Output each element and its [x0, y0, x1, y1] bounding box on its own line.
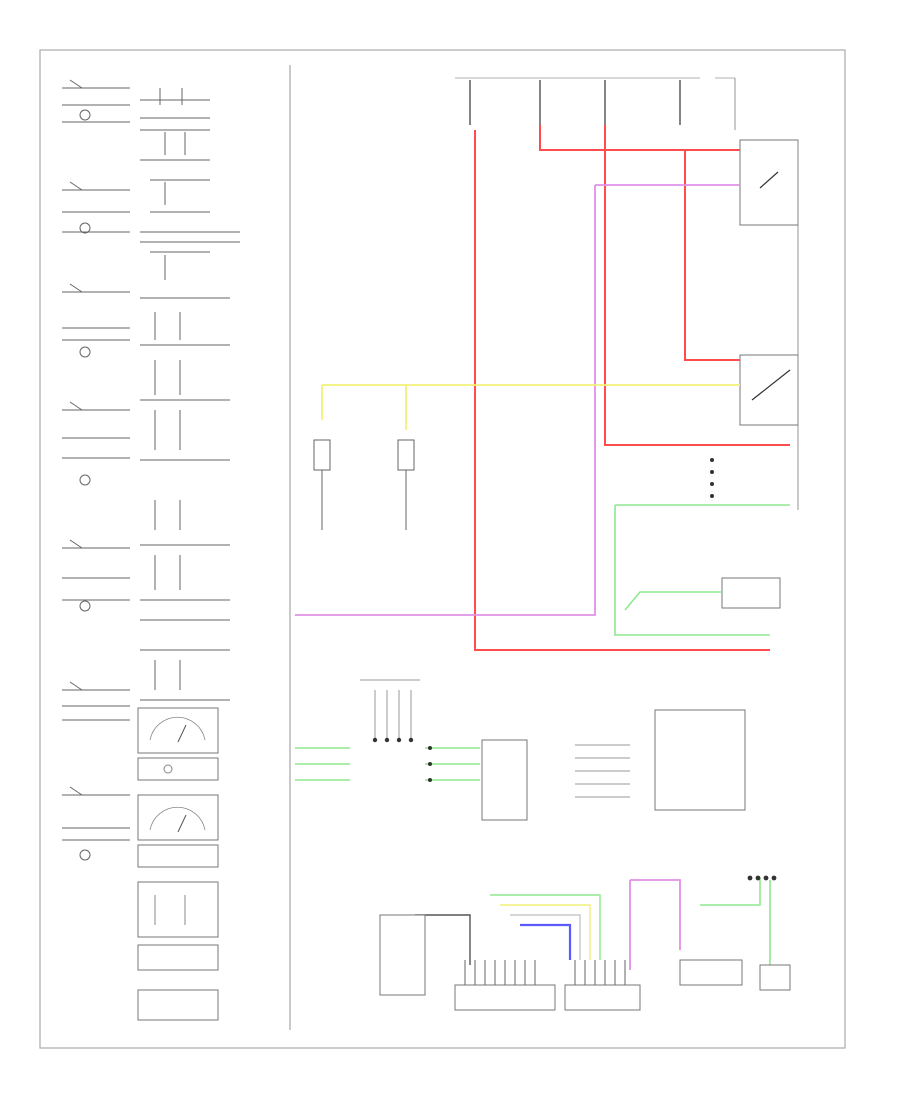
fan-switch-box [137, 881, 219, 938]
temperature-sensors [313, 439, 415, 530]
fuse-row-top [455, 77, 736, 130]
blower-module-box [679, 959, 743, 986]
red-power-wires [474, 125, 790, 651]
climate-control-switch-blocks [140, 88, 240, 701]
switch-block-9 [140, 555, 230, 601]
sensor-module-box [721, 577, 781, 609]
temp-dial-box-left [137, 707, 219, 754]
switch-block-7 [140, 410, 230, 461]
green-signal-wires [295, 504, 790, 965]
heater-switch-box-right [137, 844, 219, 868]
switch-block-10 [140, 619, 230, 651]
left-switch-sketches [62, 79, 130, 861]
switch-sketch-6 [62, 681, 130, 721]
diagram-border [39, 49, 846, 1049]
switch-block-8 [140, 500, 230, 546]
switch-sketch-1 [62, 79, 130, 123]
front-defrost-box [137, 989, 219, 1021]
switch-sketch-2 [62, 181, 130, 234]
switch-sketch-5 [62, 539, 130, 612]
switch-block-1 [140, 88, 210, 119]
defrost-switch-box [137, 944, 219, 971]
ground-connector-pins [372, 458, 777, 881]
switch-sketch-4 [62, 401, 130, 486]
yellow-signal-wires [321, 384, 740, 430]
switch-sketch-3 [62, 283, 130, 358]
switch-block-5 [140, 312, 230, 346]
climate-dials [137, 707, 219, 1021]
switch-block-2 [140, 129, 210, 161]
blower-relay-box [739, 139, 799, 226]
temp-dial-box-right [137, 794, 219, 841]
connector-pins-middle [360, 679, 746, 821]
violet-signal-wires [295, 184, 740, 970]
heater-switch-box-left [137, 757, 219, 781]
switch-block-3 [140, 179, 240, 243]
bottom-modules [379, 914, 791, 1011]
compressor-relay-box [739, 354, 799, 426]
power-module-box [379, 914, 426, 996]
switch-block-4 [140, 251, 230, 299]
climate-harness-lines [415, 894, 601, 990]
switch-block-6 [140, 360, 230, 401]
switch-sketch-7 [62, 786, 130, 861]
climate-control-module-box [564, 984, 641, 1011]
switch-block-11 [140, 660, 230, 701]
seat-module-box [759, 964, 791, 991]
dash-unit-box [454, 984, 556, 1011]
relay-boxes [721, 139, 799, 609]
